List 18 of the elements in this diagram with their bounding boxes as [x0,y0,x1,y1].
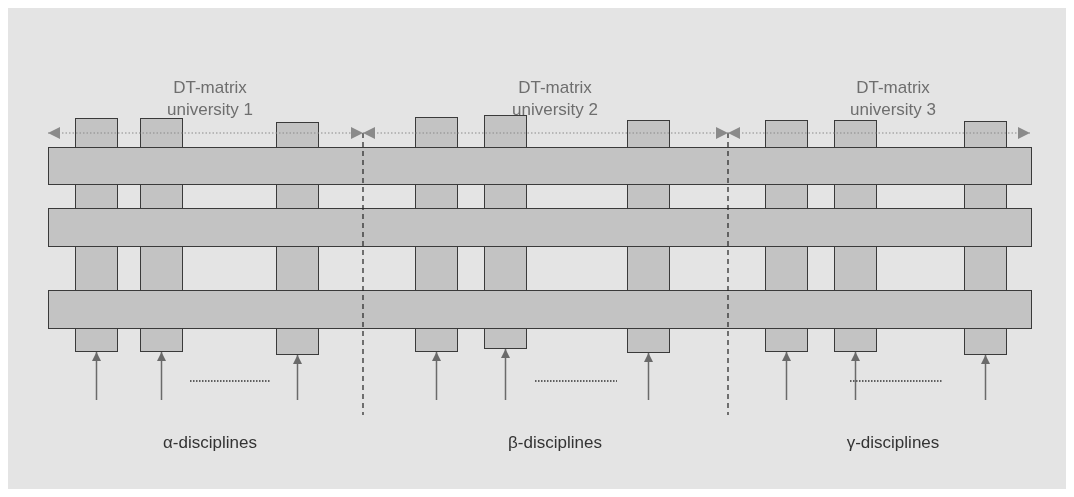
span-label: DT-matrix university 3 [849,77,937,121]
span-label: DT-matrix university 2 [511,77,599,121]
group-label: γ-disciplines [845,432,941,454]
arrow [293,354,302,401]
arrow [157,351,166,401]
group-label: β-disciplines [507,432,603,454]
arrow [851,351,860,401]
horizontal-bar [48,290,1032,329]
horizontal-bar [48,147,1032,185]
group-label: α-disciplines [162,432,258,454]
span-label: DT-matrix university 1 [166,77,254,121]
arrow [501,348,510,401]
arrow [644,352,653,401]
arrow [782,351,791,401]
arrow [981,354,990,401]
horizontal-bar [48,208,1032,247]
arrow [432,351,441,401]
arrow [92,351,101,401]
